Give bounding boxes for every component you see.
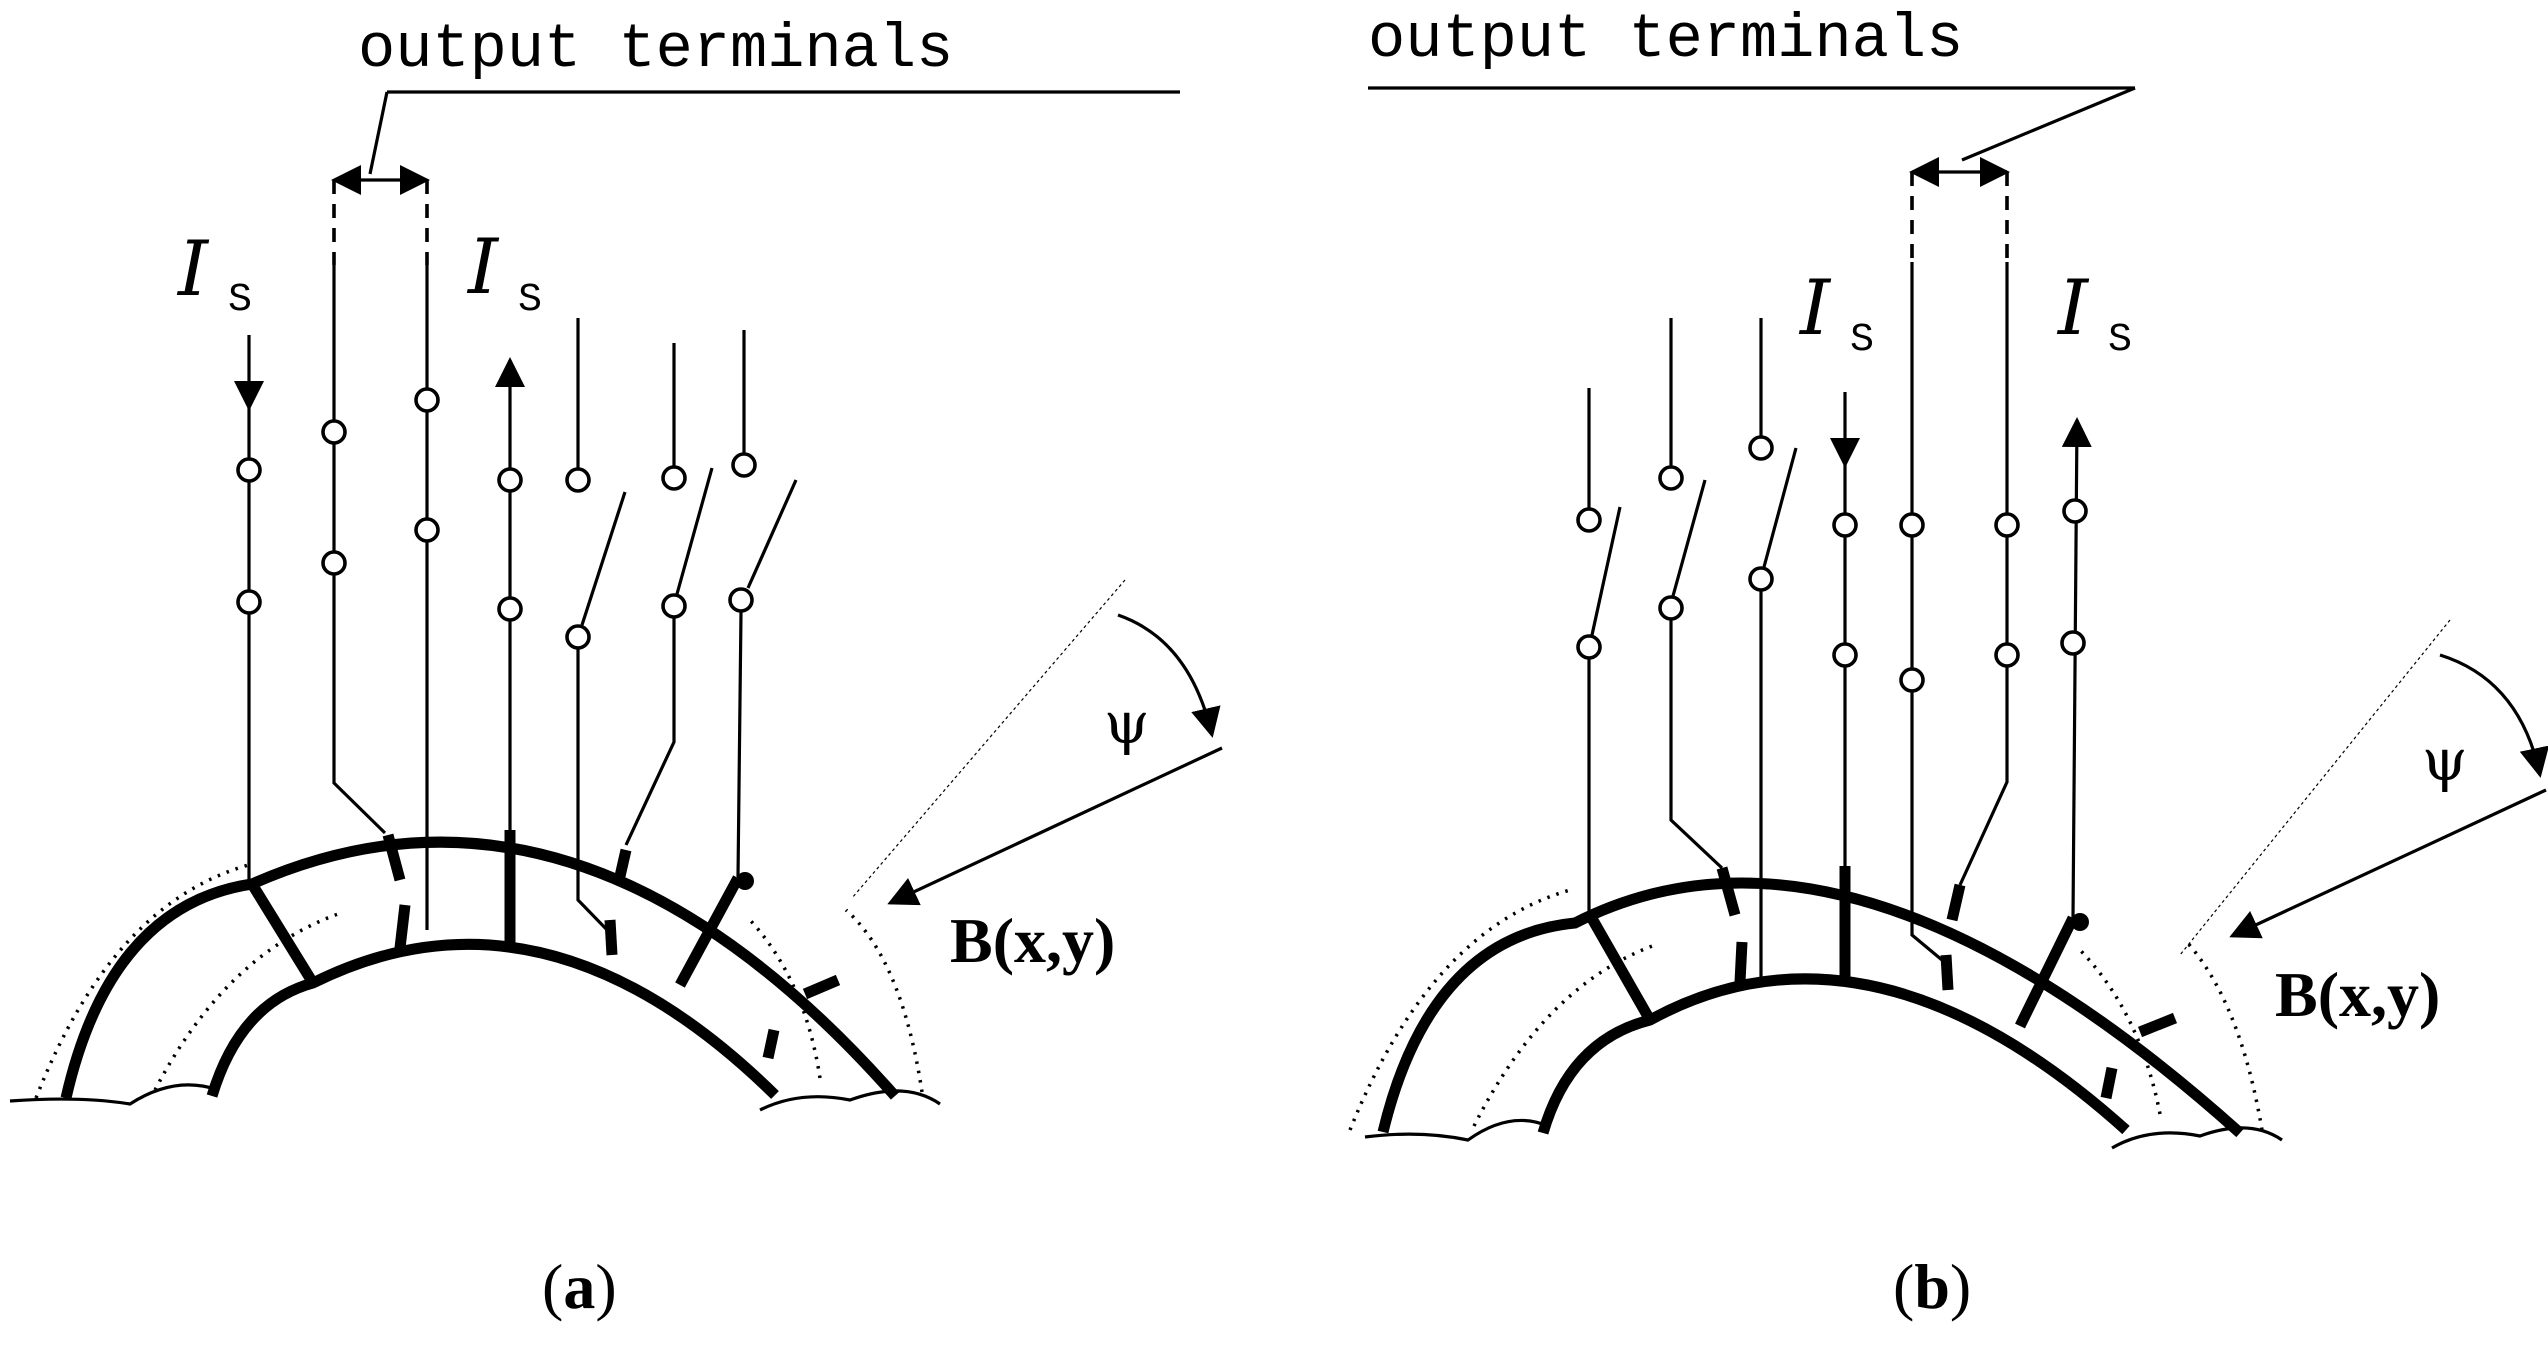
field-dotted-arc	[748, 918, 822, 1079]
terminal-node	[1994, 642, 2020, 668]
contact-stub	[604, 919, 618, 956]
output-terminals-label: output terminals	[1368, 4, 1963, 75]
panel-a: output terminals	[9, 14, 1223, 1322]
label-leader	[368, 91, 389, 175]
terminal-node	[1832, 642, 1858, 668]
panel-b: output terminals	[1348, 4, 2548, 1322]
break-line	[2111, 1126, 2283, 1150]
field-reference-line	[2179, 619, 2451, 956]
contact-stub	[802, 974, 841, 1000]
angle-psi-label: ψ	[2422, 726, 2467, 794]
break-line	[1364, 1118, 1549, 1142]
switch-wire	[1658, 318, 1724, 870]
segment-divider	[2015, 915, 2078, 1029]
inner-ring-arc	[206, 938, 779, 1099]
contact-stub	[1716, 866, 1741, 917]
output-wire	[1899, 262, 1950, 967]
field-b-label: B(x,y)	[2275, 959, 2440, 1030]
sensor-ring	[9, 830, 941, 1112]
supply-wire-in	[234, 335, 264, 882]
field-vector-arrow	[2229, 788, 2547, 939]
supply-wire-out	[495, 357, 525, 832]
switch-wire	[624, 343, 714, 846]
caption-a: (a)	[542, 1251, 617, 1322]
terminal-node	[2060, 630, 2086, 656]
switch-wire	[1576, 388, 1622, 915]
terminal-node	[1994, 512, 2020, 538]
contact-stub	[1940, 954, 1954, 991]
segment-divider	[247, 881, 318, 986]
inner-ring-arc	[1537, 973, 2130, 1135]
break-line	[759, 1089, 941, 1112]
terminal-node	[236, 589, 262, 615]
field-vector-arrow	[887, 746, 1223, 906]
junction-dot	[2071, 913, 2089, 931]
output-wire	[1958, 262, 2020, 886]
switch-wire	[1748, 318, 1798, 980]
terminal-node	[497, 467, 523, 493]
field-dotted-arc	[844, 908, 924, 1093]
output-wire	[414, 265, 440, 930]
terminal-node	[414, 517, 440, 543]
contact-stub	[1734, 941, 1748, 983]
label-leader	[1961, 86, 2136, 162]
terminal-node	[321, 550, 347, 576]
terminal-node	[321, 419, 347, 445]
contact-stub	[612, 848, 632, 887]
angle-psi-label: ψ	[1104, 689, 1149, 757]
field-dotted-arc	[153, 912, 339, 1091]
terminal-node	[1832, 512, 1858, 538]
contact-stub	[762, 1028, 780, 1060]
terminal-node	[1899, 512, 1925, 538]
output-terminals-label: output terminals	[358, 14, 953, 85]
field-dotted-arc	[2078, 948, 2162, 1115]
switch-wire	[728, 330, 798, 878]
terminal-node	[1899, 667, 1925, 693]
terminal-node	[2062, 498, 2088, 524]
outer-ring-arc	[60, 836, 900, 1100]
supply-wire-out	[2060, 417, 2092, 919]
terminal-node	[414, 387, 440, 413]
terminal-node	[497, 596, 523, 622]
contact-stub	[2100, 1066, 2118, 1100]
supply-wire-in	[1830, 392, 1860, 866]
segment-divider	[675, 875, 743, 988]
output-wire	[321, 265, 387, 835]
switch-wire	[565, 318, 627, 937]
field-b-label: B(x,y)	[950, 905, 1115, 976]
contact-stub	[2137, 1012, 2178, 1038]
junction-dot	[736, 872, 754, 890]
field-dotted-arc	[1472, 943, 1656, 1127]
segment-divider	[1585, 912, 1655, 1023]
angle-arc-arrow	[1117, 613, 1221, 738]
sensor-ring	[1348, 866, 2283, 1150]
break-line	[9, 1083, 219, 1106]
field-reference-line	[851, 579, 1126, 899]
contact-stub	[382, 833, 406, 882]
caption-b: (b)	[1893, 1251, 1971, 1322]
contact-stub	[394, 904, 411, 949]
angle-arc-arrow	[2439, 653, 2548, 778]
terminal-node	[236, 457, 262, 483]
contact-stub	[1946, 883, 1966, 922]
